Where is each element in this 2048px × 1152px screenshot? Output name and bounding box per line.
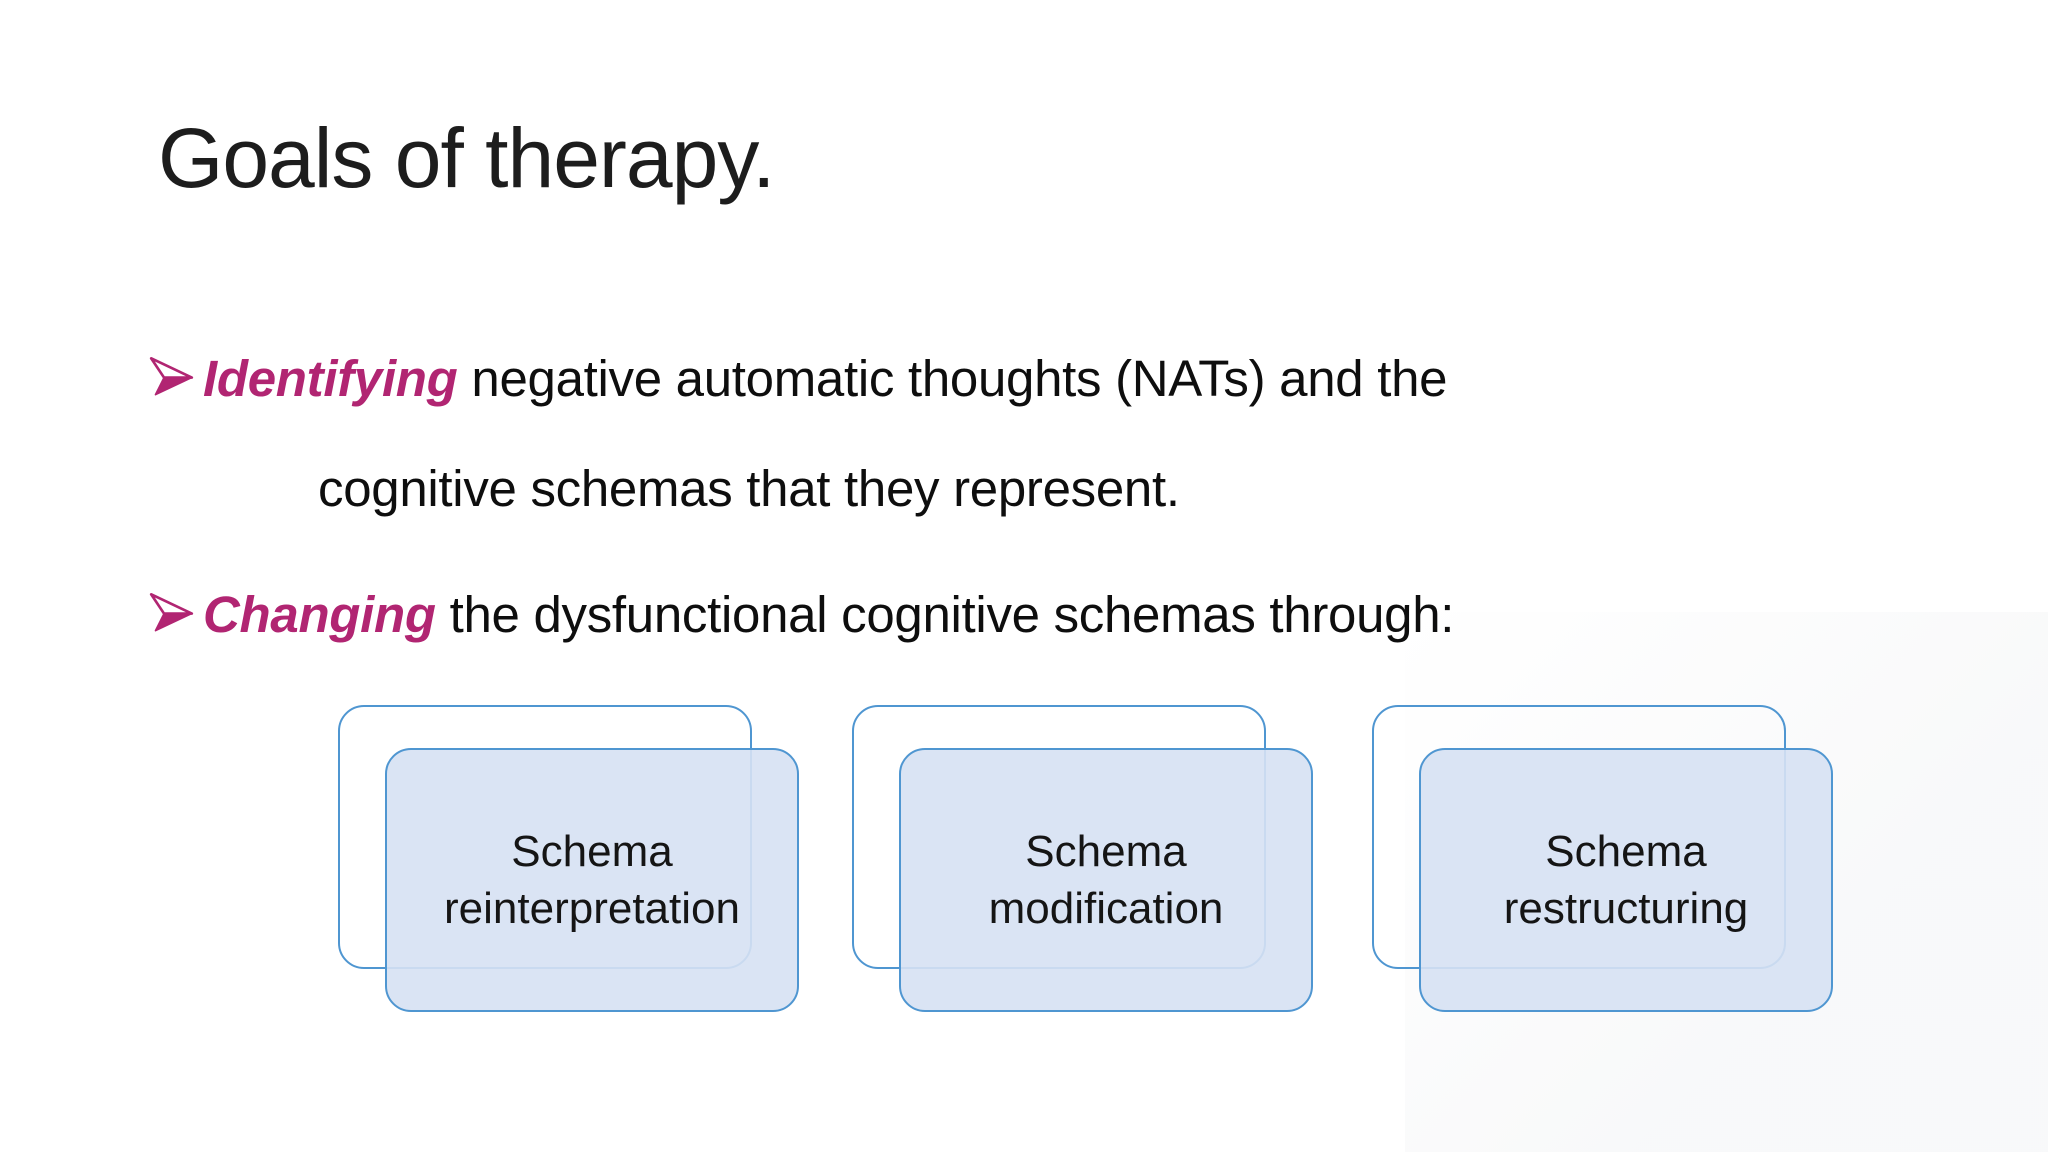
schema-box-label-line1: Schema	[1545, 826, 1707, 876]
schema-box-label-line2: modification	[988, 884, 1224, 933]
bullet-rest: the dysfunctional cognitive schemas thro…	[435, 586, 1455, 643]
bullet-text-continuation: cognitive schemas that they represent.	[318, 460, 1180, 517]
schema-box-label-line2: reinterpretation	[444, 884, 740, 933]
bullet-text: Identifying negative automatic thoughts …	[203, 350, 1448, 407]
slide-title: Goals of therapy.	[158, 111, 775, 205]
bullet-text: Changing the dysfunctional cognitive sch…	[203, 586, 1454, 643]
schema-box-label: Schema reinterpretation	[444, 823, 740, 937]
bullet-keyword: Changing	[203, 586, 436, 643]
schema-box-reinterpretation: Schema reinterpretation	[338, 705, 808, 1020]
schema-box-front-shape: Schema restructuring	[1419, 748, 1833, 1012]
schema-box-front-shape: Schema reinterpretation	[385, 748, 799, 1012]
arrowhead-bullet-icon	[149, 357, 194, 396]
schema-box-modification: Schema modification	[852, 705, 1322, 1020]
bullet-item-identifying-line2: cognitive schemas that they represent.	[318, 460, 1180, 517]
schema-box-label: Schema modification	[989, 823, 1224, 937]
schema-box-label: Schema restructuring	[1504, 823, 1749, 937]
bullet-item-changing: Changing the dysfunctional cognitive sch…	[148, 586, 1454, 643]
arrowhead-bullet-icon	[149, 593, 194, 632]
bullet-item-identifying: Identifying negative automatic thoughts …	[148, 350, 1448, 407]
bullet-keyword: Identifying	[203, 350, 458, 407]
schema-box-restructuring: Schema restructuring	[1372, 705, 1842, 1020]
schema-box-label-line1: Schema	[511, 826, 673, 876]
schema-box-label-line1: Schema	[1025, 826, 1187, 876]
bullet-rest: negative automatic thoughts (NATs) and t…	[457, 350, 1448, 407]
schema-box-front-shape: Schema modification	[899, 748, 1313, 1012]
schema-box-label-line2: restructuring	[1503, 884, 1749, 933]
